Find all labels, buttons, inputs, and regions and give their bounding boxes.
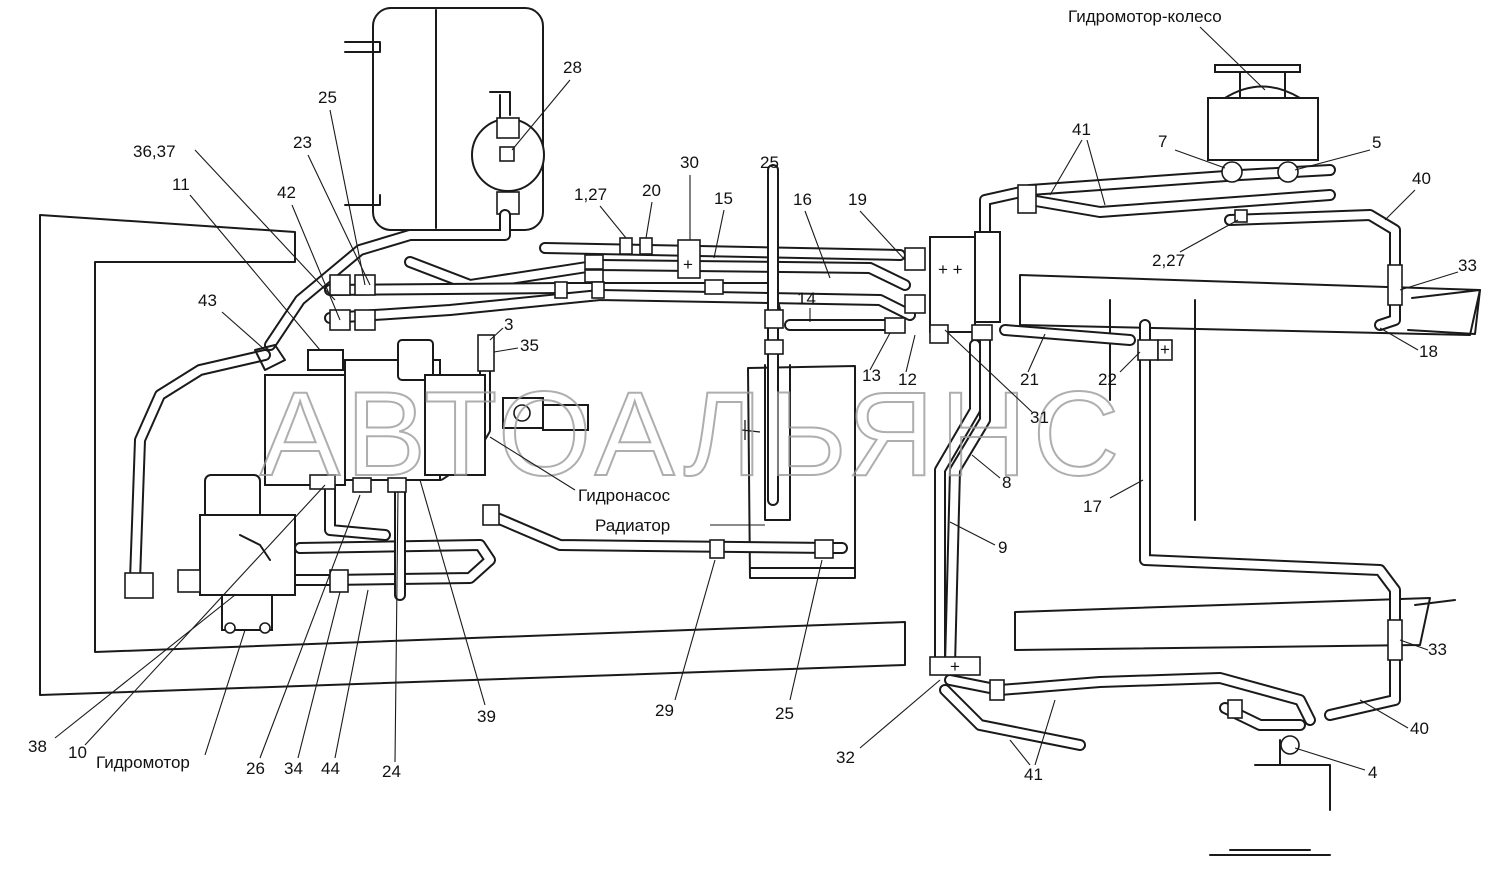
- callout-40-bottom: 40: [1410, 719, 1429, 738]
- callout-10: 10: [68, 743, 87, 762]
- callout-34: 34: [284, 759, 303, 778]
- callout-2-27: 2,27: [1152, 251, 1185, 270]
- component-labels: Гидромотор-колесо Гидронасос Радиатор Ги…: [96, 7, 1266, 772]
- callout-16: 16: [793, 190, 812, 209]
- callout-41-bottom: 41: [1024, 765, 1043, 784]
- callout-19: 19: [848, 190, 867, 209]
- callout-14: 14: [797, 289, 816, 308]
- pump-label: Гидронасос: [578, 486, 671, 505]
- callout-40-top: 40: [1412, 169, 1431, 188]
- callout-31: 31: [1030, 408, 1049, 427]
- callout-22: 22: [1098, 370, 1117, 389]
- callout-1-27: 1,27: [574, 185, 607, 204]
- callout-32: 32: [836, 748, 855, 767]
- callout-11: 11: [172, 175, 190, 194]
- callout-44: 44: [321, 759, 340, 778]
- callout-25-bottom: 25: [775, 704, 794, 723]
- callout-29: 29: [655, 701, 674, 720]
- callout-4: 4: [1368, 763, 1377, 782]
- callout-26: 26: [246, 759, 265, 778]
- svg-text:+: +: [950, 657, 960, 676]
- wheel-motor-label: Гидромотор-колесо: [1068, 7, 1222, 26]
- svg-text:+: +: [683, 255, 693, 274]
- callout-23: 23: [293, 133, 312, 152]
- callout-24: 24: [382, 762, 401, 781]
- callout-8: 8: [1002, 473, 1011, 492]
- callout-5: 5: [1372, 133, 1381, 152]
- callout-43: 43: [198, 291, 217, 310]
- callout-9: 9: [998, 538, 1007, 557]
- callout-3: 3: [504, 315, 513, 334]
- callout-labels: 28 25 36,37 23 11 42 43 1,27 20 30 15 25…: [28, 58, 1477, 784]
- callout-25-mid: 25: [760, 153, 779, 172]
- callout-42: 42: [277, 183, 296, 202]
- svg-text:+: +: [1160, 340, 1170, 359]
- callout-17: 17: [1083, 497, 1102, 516]
- filter-28: [471, 91, 545, 215]
- callout-20: 20: [642, 181, 661, 200]
- callout-21: 21: [1020, 370, 1039, 389]
- callout-35: 35: [520, 336, 539, 355]
- callout-13: 13: [862, 366, 881, 385]
- wheel-motor-lower: [1209, 735, 1331, 856]
- hydro-motor: [124, 474, 349, 634]
- callout-41-top: 41: [1072, 120, 1091, 139]
- callout-33-top: 33: [1458, 256, 1477, 275]
- radiator-label: Радиатор: [595, 516, 670, 535]
- fittings: + + +: [477, 184, 1403, 719]
- wheel-motor-upper: [1207, 64, 1319, 183]
- callout-36-37: 36,37: [133, 142, 176, 161]
- callout-18: 18: [1419, 342, 1438, 361]
- callout-28: 28: [563, 58, 582, 77]
- svg-text:+ +: + +: [938, 260, 963, 279]
- watermark: АВТОАЛЬЯНС: [260, 367, 1125, 501]
- valve-block: + +: [884, 231, 1001, 344]
- motor-label: Гидромотор: [96, 753, 190, 772]
- callout-30: 30: [680, 153, 699, 172]
- vehicle-frame: [39, 214, 1481, 696]
- callout-39: 39: [477, 707, 496, 726]
- callout-12: 12: [898, 370, 917, 389]
- radiator-body: [741, 364, 791, 521]
- callout-25-top: 25: [318, 88, 337, 107]
- callout-7: 7: [1158, 132, 1167, 151]
- callout-15: 15: [714, 189, 733, 208]
- callout-33-bottom: 33: [1428, 640, 1447, 659]
- callout-38: 38: [28, 737, 47, 756]
